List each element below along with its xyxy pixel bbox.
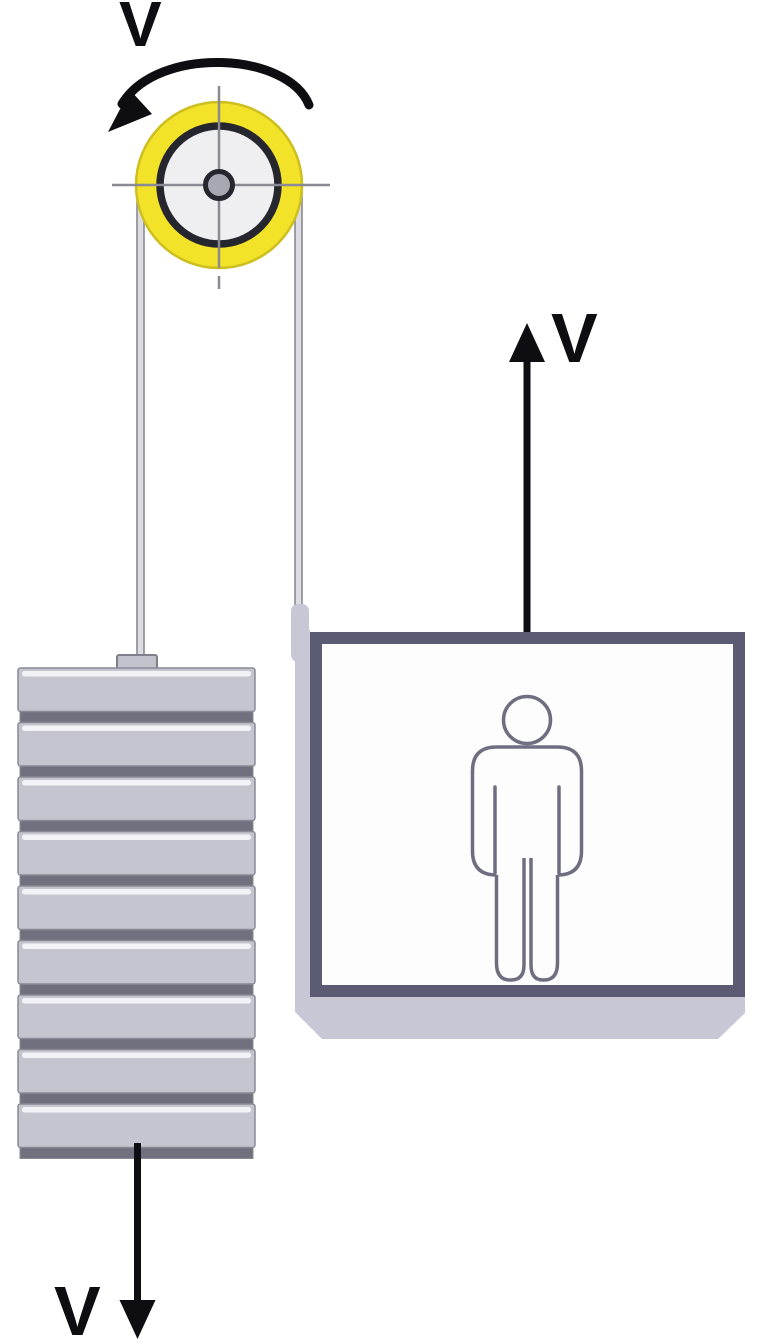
counterweight-plate-highlight [22, 671, 251, 677]
counterweight-plate [17, 1048, 256, 1094]
pulley-hub [203, 169, 235, 201]
elevator-car-base [295, 630, 745, 1039]
elevator-velocity-arrow [509, 323, 545, 632]
counterweight-plate [17, 830, 256, 876]
counterweight-plate [17, 939, 256, 985]
counterweight-plate-highlight [22, 998, 251, 1004]
person-left-leg [494, 858, 526, 982]
counterweight-plate-highlight [22, 725, 251, 731]
counterweight-plate-highlight [22, 834, 251, 840]
counterweight-plates [17, 667, 256, 1149]
elevator-car-interior [322, 644, 733, 985]
counterweight-cable [136, 184, 145, 658]
counterweight-velocity-label: V [54, 1272, 101, 1344]
rotation-arrow-icon [108, 57, 314, 132]
elevator-cable [294, 184, 303, 613]
pulley-velocity-label: V [119, 0, 162, 60]
elevator-car [310, 632, 745, 997]
counterweight-plate-highlight [22, 780, 251, 786]
counterweight-plate [17, 994, 256, 1040]
counterweight-plate [17, 667, 256, 713]
person-head [501, 694, 553, 746]
person-icon [470, 694, 584, 982]
pulley [112, 86, 330, 289]
counterweight-velocity-arrow [119, 1143, 156, 1339]
counterweight-plate [17, 776, 256, 822]
counterweight-plate [17, 721, 256, 767]
counterweight-plate-highlight [22, 889, 251, 895]
elevator-velocity-label: V [551, 299, 598, 377]
counterweight [17, 654, 256, 1159]
counterweight-plate [17, 885, 256, 931]
counterweight-plate-highlight [22, 1052, 251, 1058]
person-right-leg [529, 858, 560, 982]
counterweight-plate-highlight [22, 1107, 251, 1113]
person-torso [470, 745, 584, 877]
counterweight-plate-highlight [22, 943, 251, 949]
